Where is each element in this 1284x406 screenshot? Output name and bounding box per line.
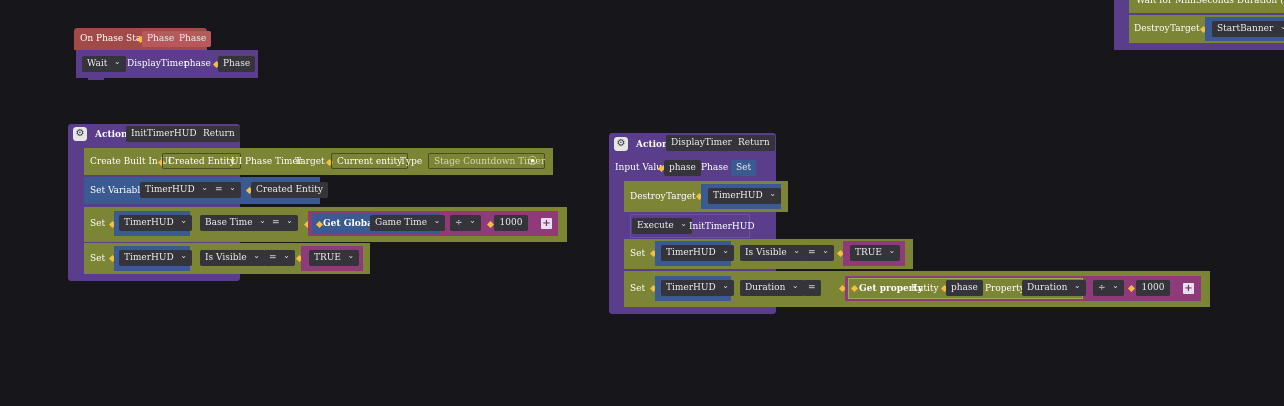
target-label: Target: [666, 192, 696, 202]
created-entity-output[interactable]: Created Entity: [162, 153, 242, 169]
set-variable[interactable]: TimerHUD: [119, 215, 192, 231]
set-operator[interactable]: =: [803, 280, 821, 296]
bool-value[interactable]: TRUE: [309, 250, 360, 266]
return-button[interactable]: Return: [198, 126, 240, 142]
set-property[interactable]: Is Visible: [740, 245, 805, 261]
set-label: Set: [90, 254, 106, 264]
number-value[interactable]: 1000: [1136, 280, 1170, 296]
action-label: Action: [636, 140, 669, 150]
wait-dropdown[interactable]: Wait: [82, 56, 126, 72]
input-set-button[interactable]: Set: [731, 160, 757, 176]
set-property[interactable]: Duration: [740, 280, 804, 296]
number-value[interactable]: 1000: [494, 215, 528, 231]
execute-func: InitTimerHUD: [689, 222, 755, 232]
plus-icon[interactable]: +: [1183, 283, 1194, 294]
divide-operator[interactable]: ÷: [450, 215, 481, 231]
wait-notch: [88, 76, 104, 80]
input-param[interactable]: phase: [664, 160, 701, 176]
set-property[interactable]: Base Time: [200, 215, 271, 231]
event-phase-type[interactable]: Phase: [174, 31, 212, 47]
setvar-value[interactable]: Created Entity: [251, 182, 329, 198]
type-label: Type: [400, 157, 423, 167]
action-name[interactable]: InitTimerHUD: [126, 126, 202, 142]
type-value[interactable]: Stage Countdown Timer: [428, 153, 545, 169]
set-label: Set: [90, 219, 106, 229]
wait-param-label: phase: [184, 59, 211, 69]
destroy-variable[interactable]: StartBanner: [1212, 21, 1284, 37]
input-value-label: Input Value: [615, 163, 668, 173]
entity-label: Entity: [911, 284, 939, 294]
setvar-operator[interactable]: =: [210, 182, 241, 198]
wait-func-label: DisplayTimer: [127, 59, 188, 69]
action-label: Action: [95, 130, 128, 140]
set-property[interactable]: Is Visible: [200, 250, 265, 266]
property-label: Property: [985, 284, 1025, 294]
getglobal-label: Get Global: [323, 219, 377, 229]
plus-icon[interactable]: +: [541, 218, 552, 229]
set-operator[interactable]: =: [803, 245, 834, 261]
destroy-label: Destroy: [1134, 24, 1170, 34]
input-type-label: Phase: [701, 163, 729, 173]
radio-icon[interactable]: ⦿: [528, 157, 538, 167]
getproperty-label: Get property: [859, 284, 923, 294]
wait-ms-label: Wait for MilliSeconds Duration (ms): [1136, 0, 1284, 6]
entity-value[interactable]: phase: [946, 280, 983, 296]
destroy-label: Destroy: [630, 192, 666, 202]
global-dropdown[interactable]: Game Time: [370, 215, 446, 231]
set-operator[interactable]: =: [264, 250, 295, 266]
set-operator[interactable]: =: [267, 215, 298, 231]
gear-icon[interactable]: ⚙: [73, 127, 87, 141]
destroy-variable[interactable]: TimerHUD: [708, 188, 781, 204]
event-title: On Phase Start: [80, 34, 150, 44]
target-label: Target: [1170, 24, 1200, 34]
set-variable[interactable]: TimerHUD: [119, 250, 192, 266]
event-output-phase[interactable]: Phase: [142, 31, 180, 47]
return-button[interactable]: Return: [733, 135, 775, 151]
setvar-variable[interactable]: TimerHUD: [140, 182, 213, 198]
target-value[interactable]: Current entity: [331, 153, 409, 169]
set-variable[interactable]: TimerHUD: [661, 280, 734, 296]
execute-dropdown[interactable]: Execute: [632, 218, 693, 234]
set-variable[interactable]: TimerHUD: [661, 245, 734, 261]
set-label: Set: [630, 249, 646, 259]
create-ui-label: Create Built In UI: [90, 157, 172, 167]
wait-param-value[interactable]: Phase: [218, 56, 256, 72]
bool-value[interactable]: TRUE: [850, 245, 901, 261]
gear-icon[interactable]: ⚙: [614, 137, 628, 151]
wait-ms-statement[interactable]: Wait for MilliSeconds Duration (ms): [1129, 0, 1284, 13]
action-name[interactable]: DisplayTimer: [666, 135, 737, 151]
target-label: Target: [295, 157, 325, 167]
property-dropdown[interactable]: Duration: [1022, 280, 1086, 296]
setvar-label: Set Variable: [90, 186, 146, 196]
ui-name-label: UI Phase Timer: [231, 157, 303, 167]
divide-operator[interactable]: ÷: [1093, 280, 1124, 296]
set-label: Set: [630, 284, 646, 294]
